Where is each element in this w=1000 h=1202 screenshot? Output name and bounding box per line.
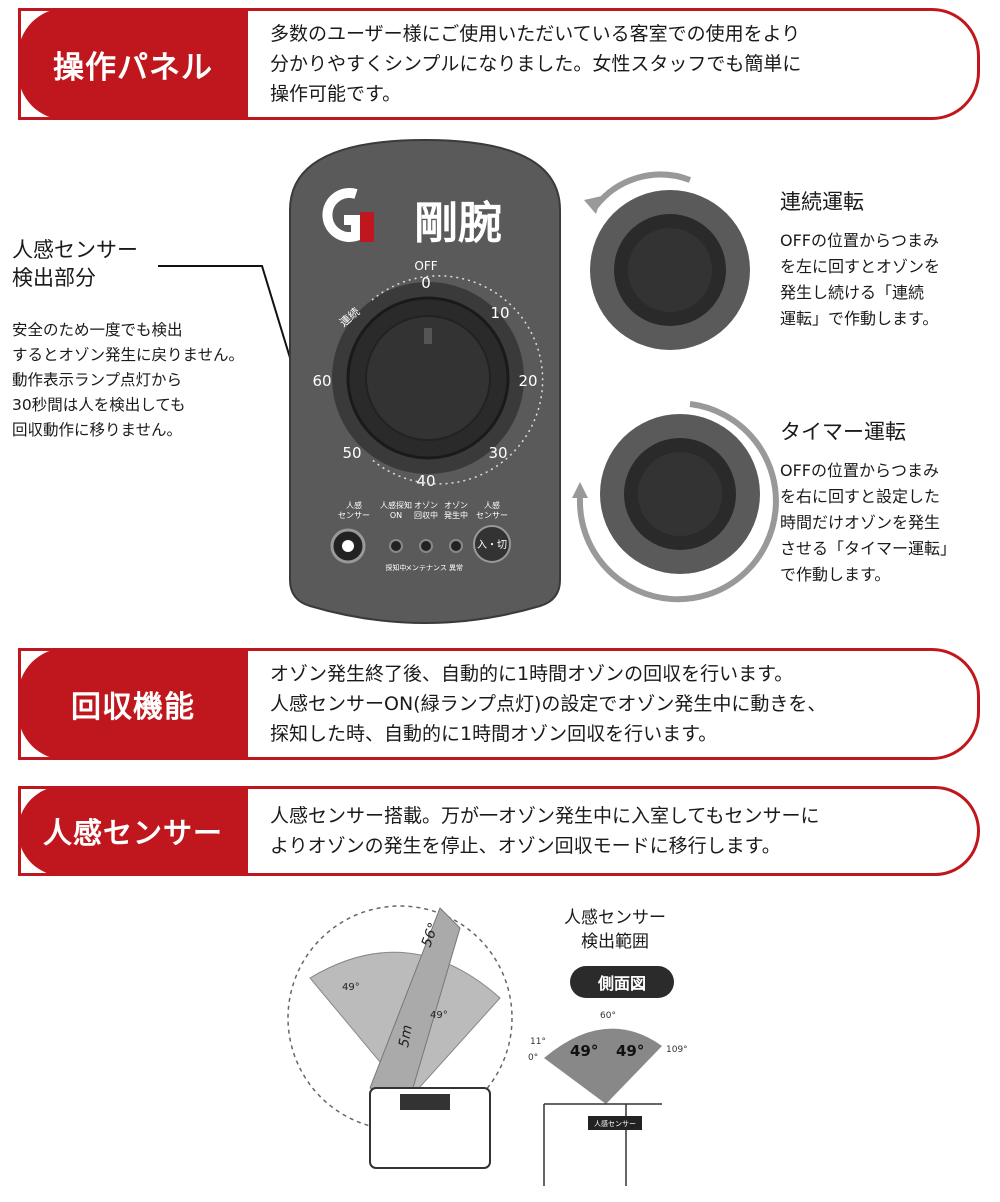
label-sensor: 人感 xyxy=(346,500,362,510)
side-angle-left: 49° xyxy=(570,1042,598,1060)
device-panel xyxy=(400,1094,450,1110)
dial-label-40: 40 xyxy=(416,472,435,490)
continuous-arrow-head xyxy=(584,196,602,214)
distance-label: 5m xyxy=(396,1024,416,1049)
side-tick-top: 60° xyxy=(600,1011,616,1021)
mode-timer-body: OFFの位置からつまみ を右に回すと設定した 時間だけオゾンを発生 させる「タイ… xyxy=(780,461,957,584)
angle-vertical: 56° xyxy=(419,921,443,950)
dial-label-0: 0 xyxy=(421,274,431,292)
section-text: 多数のユーザー様にご使用いただいている客室での使用をより 分かりやすくシンプルに… xyxy=(270,23,802,105)
range-ellipse xyxy=(287,905,513,1131)
panel-indicators: 人感 センサー 人感探知 ON オゾン 回収中 オゾン 発生中 人感 センサー xyxy=(338,500,508,520)
main-dial[interactable] xyxy=(332,282,524,474)
section-text: オゾン発生終了後、自動的に1時間オゾンの回収を行います。 人感センサーON(緑ラ… xyxy=(270,663,827,745)
continuous-dial-center xyxy=(628,228,712,312)
lamp-error xyxy=(449,539,463,553)
section-label: 回収機能 xyxy=(18,648,248,760)
label-recover: オゾン xyxy=(414,501,438,510)
mode-continuous-title: 連続運転 xyxy=(780,190,864,214)
detection-range-side: 49° 49° 60° 11° 0° 109° 人感センサー xyxy=(528,1011,688,1186)
angle-left: 49° xyxy=(342,982,360,993)
side-tick-right: 109° xyxy=(666,1045,688,1055)
label-sensor-btn: 人感 xyxy=(484,500,500,510)
dial-label-10: 10 xyxy=(490,304,509,322)
dial-arc xyxy=(369,275,544,485)
control-panel-illustration: 剛腕 OFF 0 10 20 30 40 50 60 連続 人感 センサー 人感… xyxy=(158,138,779,624)
detection-range-3d: 56° 49° 49° 5m xyxy=(287,905,513,1169)
label-generate: オゾン xyxy=(444,501,468,510)
side-tick-0: 0° xyxy=(528,1053,538,1063)
dial-label-30: 30 xyxy=(488,444,507,462)
timer-arrow-head xyxy=(572,482,588,498)
label-sensor-2: センサー xyxy=(338,511,370,520)
label-generate-2: 発生中 xyxy=(444,510,468,520)
side-view-pill: 側面図 xyxy=(570,966,674,998)
lamp-maintenance xyxy=(419,539,433,553)
section-control-panel: 操作パネル 多数のユーザー様にご使用いただいている客室での使用をより 分かりやす… xyxy=(18,8,980,120)
power-button-label[interactable]: 入・切 xyxy=(477,539,507,551)
dial-label-60: 60 xyxy=(312,372,331,390)
bottom-label-detect: 探知中 xyxy=(386,563,407,572)
side-range-title: 人感センサー 検出範囲 xyxy=(564,908,666,952)
angle-horizontal: 49° xyxy=(430,1010,448,1021)
bottom-label-error: 異常 xyxy=(449,563,463,572)
sensor-lens xyxy=(342,540,354,552)
label-detect-2: ON xyxy=(390,511,402,520)
bottom-label-maintenance: メンテナンス xyxy=(405,564,447,572)
side-fan xyxy=(544,1028,662,1104)
label-sensor-btn-2: センサー xyxy=(476,511,508,520)
section-label: 人感センサー xyxy=(18,786,248,876)
side-tick-11: 11° xyxy=(530,1037,546,1047)
sensor-note-title: 人感センサー 検出部分 xyxy=(12,238,138,290)
section-text: 人感センサー搭載。万が一オゾン発生中に入室してもセンサーに よりオゾンの発生を停… xyxy=(270,805,820,857)
brand-logo xyxy=(322,188,374,242)
power-button[interactable] xyxy=(473,525,511,563)
dial-label-20: 20 xyxy=(518,372,537,390)
side-sensor-tag-label: 人感センサー xyxy=(594,1119,636,1128)
section-recovery: 回収機能 オゾン発生終了後、自動的に1時間オゾンの回収を行います。 人感センサー… xyxy=(18,648,980,760)
timer-dial-center xyxy=(638,452,722,536)
sensor-note-body: 安全のため一度でも検出 するとオゾン発生に戻りません。 動作表示ランプ点灯から … xyxy=(12,321,245,439)
timer-arrow xyxy=(576,401,779,603)
brand-name: 剛腕 xyxy=(414,198,502,249)
mode-timer-title: タイマー運転 xyxy=(780,420,906,444)
dial-label-off: OFF xyxy=(414,259,437,273)
continuous-arrow xyxy=(593,171,692,208)
dial-label-50: 50 xyxy=(342,444,361,462)
side-sensor-tag xyxy=(588,1116,642,1130)
label-recover-2: 回収中 xyxy=(414,510,438,520)
lamp-detect xyxy=(389,539,403,553)
mode-continuous-body: OFFの位置からつまみ を左に回すとオゾンを 発生し続ける「連続 運転」で作動し… xyxy=(780,231,941,328)
section-motion-sensor: 人感センサー 人感センサー搭載。万が一オゾン発生中に入室してもセンサーに よりオ… xyxy=(18,786,980,876)
section-label: 操作パネル xyxy=(18,8,248,120)
side-angle-right: 49° xyxy=(616,1042,644,1060)
label-detect: 人感探知 xyxy=(380,500,412,510)
